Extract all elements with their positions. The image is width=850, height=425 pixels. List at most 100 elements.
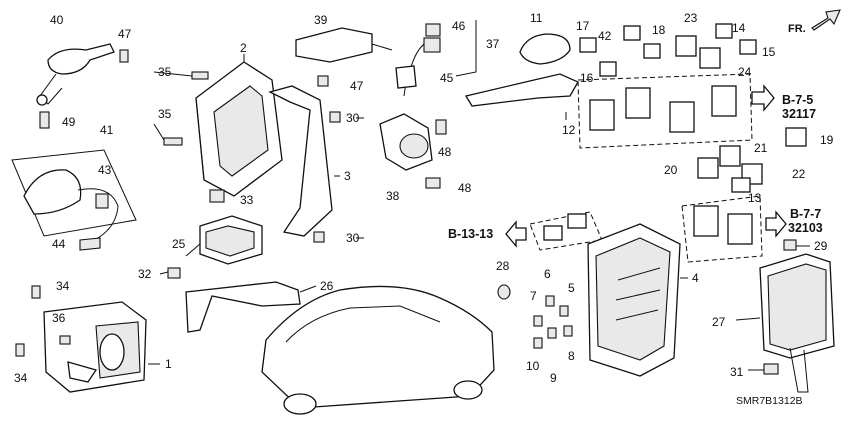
fuse-8: [563, 325, 573, 337]
relay-20: [697, 157, 719, 179]
callout-3: 3: [344, 169, 351, 183]
nut-29: [783, 239, 797, 251]
callout-21: 21: [754, 141, 768, 155]
ref-b-13-13: B-13-13: [448, 227, 493, 241]
callout-24: 24: [738, 65, 752, 79]
part-2-control-unit: [195, 61, 283, 197]
callout-44: 44: [52, 237, 66, 251]
relay-19: [785, 127, 807, 147]
callout-11: 11: [530, 11, 543, 25]
callout-20: 20: [664, 163, 678, 177]
part-27-unit: [759, 253, 835, 393]
relay-18: [643, 43, 661, 59]
callout-8: 8: [568, 349, 575, 363]
part-41-harness-assembly: [11, 149, 137, 251]
callout-5: 5: [568, 281, 575, 295]
callout-16: 16: [580, 71, 594, 85]
callout-34-top: 34: [56, 279, 70, 293]
part-12-key-blade: [464, 73, 579, 107]
arrow-b-7-5: [751, 84, 775, 112]
callout-10: 10: [526, 359, 540, 373]
callout-43: 43: [98, 163, 112, 177]
relay-23: [675, 35, 697, 57]
bolt-48-lower: [425, 177, 441, 189]
fuse-5: [559, 305, 569, 317]
callout-18: 18: [652, 23, 666, 37]
clip-36: [59, 335, 71, 345]
ref-32103: 32103: [788, 221, 823, 235]
part-40-sensor: [36, 43, 115, 106]
relay-24: [699, 47, 721, 69]
part-3-bracket: [268, 85, 333, 237]
relay-group-b-7-5: [577, 73, 753, 149]
part-4-fuse-box: [587, 223, 681, 377]
callout-47-mid: 47: [350, 79, 364, 93]
part-26-bracket: [185, 281, 301, 333]
callout-29: 29: [814, 239, 828, 253]
bolt-30-lower: [313, 231, 325, 243]
callouts: 1 2 3 4 5 6 7 8 9 10 11 12 13 14 15 16 1…: [14, 11, 834, 385]
callout-38: 38: [386, 189, 400, 203]
ref-b-7-7: B-7-7: [790, 207, 821, 221]
callout-30-upper: 30: [346, 111, 360, 125]
callout-9: 9: [550, 371, 557, 385]
part-11-key-fob: [519, 33, 571, 65]
callout-17: 17: [576, 19, 590, 33]
relay-group-b-7-7: [681, 195, 763, 263]
relay-15: [739, 39, 757, 55]
callout-1: 1: [165, 357, 172, 371]
bolt-35-top: [191, 71, 209, 80]
ref-b-7-5: B-7-5: [782, 93, 813, 107]
bolt-34-bottom: [15, 343, 25, 357]
callout-45: 45: [440, 71, 454, 85]
bolt-48-upper: [435, 119, 447, 135]
leader-lines: [148, 20, 810, 371]
relay-14: [715, 23, 733, 39]
callout-46: 46: [452, 19, 466, 33]
callout-22: 22: [792, 167, 806, 181]
part-37-harness: [395, 23, 441, 97]
relay-13: [731, 177, 751, 193]
callout-23: 23: [684, 11, 698, 25]
callout-14: 14: [732, 21, 746, 35]
part-38-sensor: [379, 113, 433, 171]
reference-labels: B-7-5 32117 B-7-7 32103 B-13-13 SMR7B131…: [448, 93, 823, 407]
relay-16: [599, 61, 617, 77]
callout-28: 28: [496, 259, 510, 273]
fuse-6: [545, 295, 555, 307]
callout-33: 33: [240, 193, 254, 207]
callout-13: 13: [748, 191, 762, 205]
bolt-35-bottom: [163, 137, 183, 146]
nut-33: [209, 189, 225, 203]
callout-27: 27: [712, 315, 726, 329]
relay-21: [719, 145, 741, 167]
part-1-bracket: [43, 301, 147, 393]
relay-17: [579, 37, 597, 53]
callout-35-top: 35: [158, 65, 172, 79]
bolt-47-mid: [317, 75, 329, 87]
callout-37: 37: [486, 37, 500, 51]
callout-12: 12: [562, 123, 576, 137]
arrow-b-7-7: [765, 210, 787, 238]
clip-28: [497, 284, 511, 300]
front-direction-arrow: FR.: [788, 9, 841, 35]
callout-39: 39: [314, 13, 328, 27]
fuse-9: [547, 327, 557, 339]
bolt-31: [763, 363, 779, 375]
callout-48-lower: 48: [458, 181, 472, 195]
front-direction-label: FR.: [788, 23, 806, 35]
fuse-10: [533, 337, 543, 349]
fuse-7: [533, 315, 543, 327]
arrow-b-13-13: [505, 220, 527, 248]
callout-2: 2: [240, 41, 247, 55]
callout-42: 42: [598, 29, 612, 43]
callout-26: 26: [320, 279, 334, 293]
callout-30-lower: 30: [346, 231, 360, 245]
bolt-49: [39, 111, 50, 129]
diagram-code: SMR7B1312B: [736, 395, 803, 407]
callout-48-upper: 48: [438, 145, 452, 159]
ref-32117: 32117: [782, 107, 816, 121]
part-25-unit: [199, 215, 263, 265]
callout-47-top: 47: [118, 27, 132, 41]
